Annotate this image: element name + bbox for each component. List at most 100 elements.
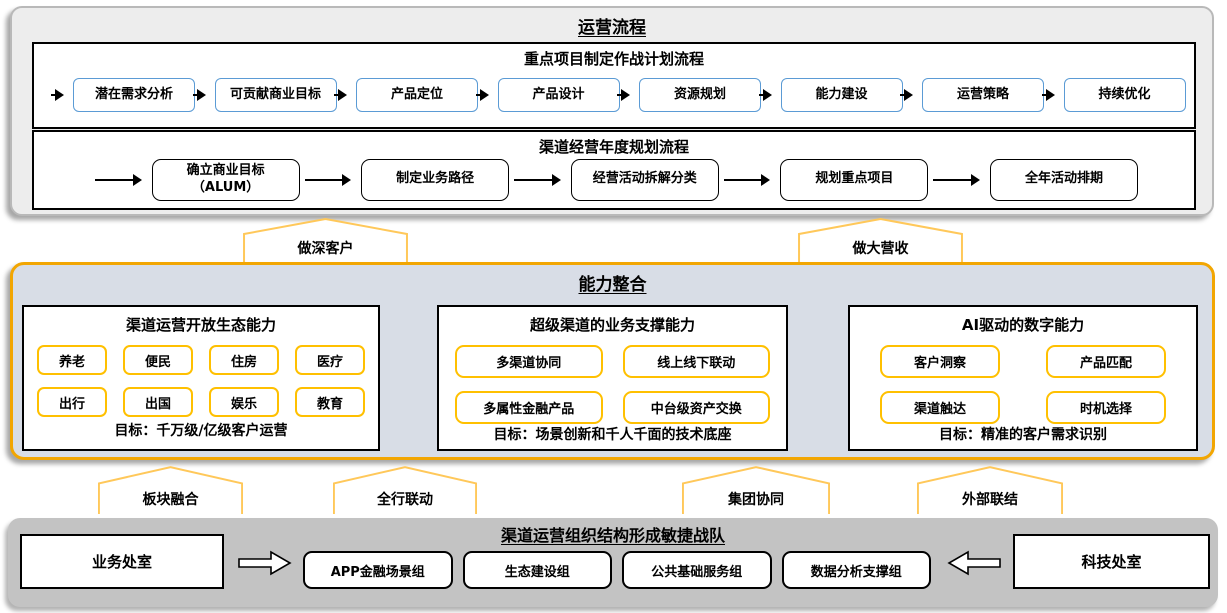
agile-team-row: APP金融场景组 生态建设组 公共基础服务组 数据分析支撑组: [303, 551, 931, 589]
flow-step: 产品定位: [331, 78, 478, 112]
annual-plan-flow-panel: 渠道经营年度规划流程 确立商业目标 （ALUM） 制定业务路径: [32, 130, 1196, 210]
flow-step: 运营策略: [897, 78, 1044, 112]
flow-step: 可贡献商业目标: [190, 78, 337, 112]
support-items-grid: 多渠道协同 线上线下联动 多属性金融产品 中台级资产交换: [439, 345, 786, 424]
operations-title: 运营流程: [578, 18, 646, 38]
card-goal: 目标：千万级/亿级客户运营: [114, 423, 288, 439]
capability-item-box: 娱乐: [209, 387, 279, 417]
flow-step: 能力建设: [756, 78, 903, 112]
process-step-box: 经营活动拆解分类: [570, 158, 719, 201]
right-arrow-icon: [758, 89, 772, 101]
process-step-box: 资源规划: [639, 78, 761, 112]
capability-item-box: 多渠道协同: [455, 345, 603, 378]
flow-step: 资源规划: [614, 78, 761, 112]
super-channel-capability-card: 超级渠道的业务支撑能力 多渠道协同 线上线下联动 多属性金融产品 中台级资产交换…: [437, 305, 788, 451]
flow-step: 规划重点项目: [719, 158, 929, 201]
process-step-box: 运营策略: [922, 78, 1044, 112]
right-arrow-icon: [617, 89, 630, 101]
pentagon-shape-icon: [917, 466, 1063, 514]
flow-step: 制定业务路径: [300, 158, 510, 201]
battle-plan-flow-panel: 重点项目制定作战计划流程 潜在需求分析 可贡献商业目标 产: [32, 42, 1196, 129]
operations-section: 运营流程 重点项目制定作战计划流程 潜在需求分析 可贡献商业目标: [10, 6, 1214, 216]
organization-title: 渠道运营组织结构形成敏捷战队: [500, 526, 725, 545]
connector-grow-revenue: 做大营收: [798, 218, 963, 262]
team-box: APP金融场景组: [303, 551, 453, 589]
capability-item-box: 线上线下联动: [622, 345, 770, 378]
open-eco-capability-card: 渠道运营开放生态能力 养老 便民 住房 医疗 出行 出国 娱乐 教育: [22, 305, 380, 451]
team-box: 数据分析支撑组: [781, 551, 931, 589]
process-step-box: 产品设计: [497, 78, 620, 112]
process-step-box: 持续优化: [1063, 78, 1186, 112]
capability-item-box: 教育: [295, 387, 365, 417]
capability-item-box: 出行: [37, 387, 107, 417]
capability-item-box: 产品匹配: [1046, 345, 1166, 378]
card-goal: 目标：精准的客户需求识别: [939, 427, 1107, 443]
capability-section: 能力整合 渠道运营开放生态能力 养老 便民 住房 医疗 出行 出国 娱乐: [10, 262, 1215, 460]
connector-deepen-customers: 做深客户: [243, 218, 408, 262]
capability-title: 能力整合: [578, 275, 647, 295]
tech-office-box: 科技处室: [1013, 534, 1210, 589]
flow-step: 确立商业目标 （ALUM）: [90, 158, 300, 201]
connector-label: 集团协同: [728, 491, 784, 508]
connector-external-connection: 外部联结: [917, 466, 1063, 514]
flow-step: 经营活动拆解分类: [509, 158, 719, 201]
right-arrow-icon: [723, 173, 770, 186]
process-step-box: 能力建设: [780, 78, 903, 112]
connector-label: 做深客户: [297, 240, 354, 257]
card-goal: 目标：场景创新和千人千面的技术底座: [493, 427, 732, 443]
capability-item-box: 客户洞察: [880, 345, 1000, 378]
eco-items-grid: 养老 便民 住房 医疗 出行 出国 娱乐 教育: [24, 345, 378, 417]
pentagon-shape-icon: [798, 218, 963, 262]
annual-plan-flow-title: 渠道经营年度规划流程: [538, 138, 689, 156]
process-step-box: 制定业务路径: [361, 158, 510, 201]
right-arrow-icon: [1041, 89, 1055, 101]
organization-section: 渠道运营组织结构形成敏捷战队 业务处室 APP金融场景组 生态建设组 公共基础服…: [8, 518, 1218, 607]
business-office-box: 业务处室: [20, 534, 224, 589]
process-step-box: 可贡献商业目标: [214, 78, 337, 112]
pentagon-shape-icon: [243, 218, 408, 262]
process-step-box: 规划重点项目: [780, 158, 929, 201]
battle-plan-flow-row: 潜在需求分析 可贡献商业目标 产品定位 产品设计: [34, 69, 1194, 127]
process-step-box: 潜在需求分析: [73, 78, 195, 112]
capability-item-box: 便民: [123, 345, 193, 375]
connector-bankwide-linkage: 全行联动: [333, 466, 477, 514]
capability-item-box: 时机选择: [1046, 391, 1166, 424]
connector-group-synergy: 集团协同: [682, 466, 830, 514]
connector-label: 外部联结: [962, 491, 1018, 508]
pentagon-shape-icon: [682, 466, 830, 514]
team-box: 公共基础服务组: [622, 551, 772, 589]
capability-item-box: 出国: [123, 387, 193, 417]
card-title: 渠道运营开放生态能力: [125, 316, 276, 334]
right-arrow-icon: [475, 89, 489, 101]
right-arrow-icon: [304, 173, 351, 186]
battle-plan-flow-title: 重点项目制定作战计划流程: [523, 50, 704, 68]
capability-item-box: 中台级资产交换: [622, 391, 770, 424]
flow-step: 全年活动排期: [928, 158, 1138, 201]
connector-label: 全行联动: [377, 491, 433, 508]
block-arrow-right-icon: [238, 550, 292, 576]
right-arrow-icon: [334, 89, 347, 101]
ai-digital-capability-card: AI驱动的数字能力 客户洞察 产品匹配 渠道触达 时机选择 目标：精准的客户需求…: [848, 305, 1198, 451]
ai-items-grid: 客户洞察 产品匹配 渠道触达 时机选择: [850, 345, 1196, 424]
capability-item-box: 多属性金融产品: [455, 391, 603, 424]
right-arrow-icon: [192, 89, 206, 101]
process-step-box: 产品定位: [356, 78, 478, 112]
right-arrow-icon: [51, 89, 64, 101]
right-arrow-icon: [95, 173, 142, 186]
connector-label: 板块融合: [142, 491, 199, 508]
process-step-box: 确立商业目标 （ALUM）: [151, 158, 300, 201]
capability-item-box: 医疗: [295, 345, 365, 375]
process-step-box: 全年活动排期: [989, 158, 1138, 201]
card-title: 超级渠道的业务支撑能力: [529, 316, 695, 334]
right-arrow-icon: [900, 89, 913, 101]
right-arrow-icon: [933, 173, 980, 186]
connector-sector-integration: 板块融合: [98, 466, 243, 514]
pentagon-shape-icon: [98, 466, 243, 514]
capability-item-box: 渠道触达: [880, 391, 1000, 424]
capability-item-box: 养老: [37, 345, 107, 375]
annual-plan-flow-row: 确立商业目标 （ALUM） 制定业务路径 经营活动拆解分类 规划: [34, 157, 1194, 208]
flow-step: 持续优化: [1039, 78, 1186, 112]
pentagon-shape-icon: [333, 466, 477, 514]
right-arrow-icon: [514, 173, 561, 186]
